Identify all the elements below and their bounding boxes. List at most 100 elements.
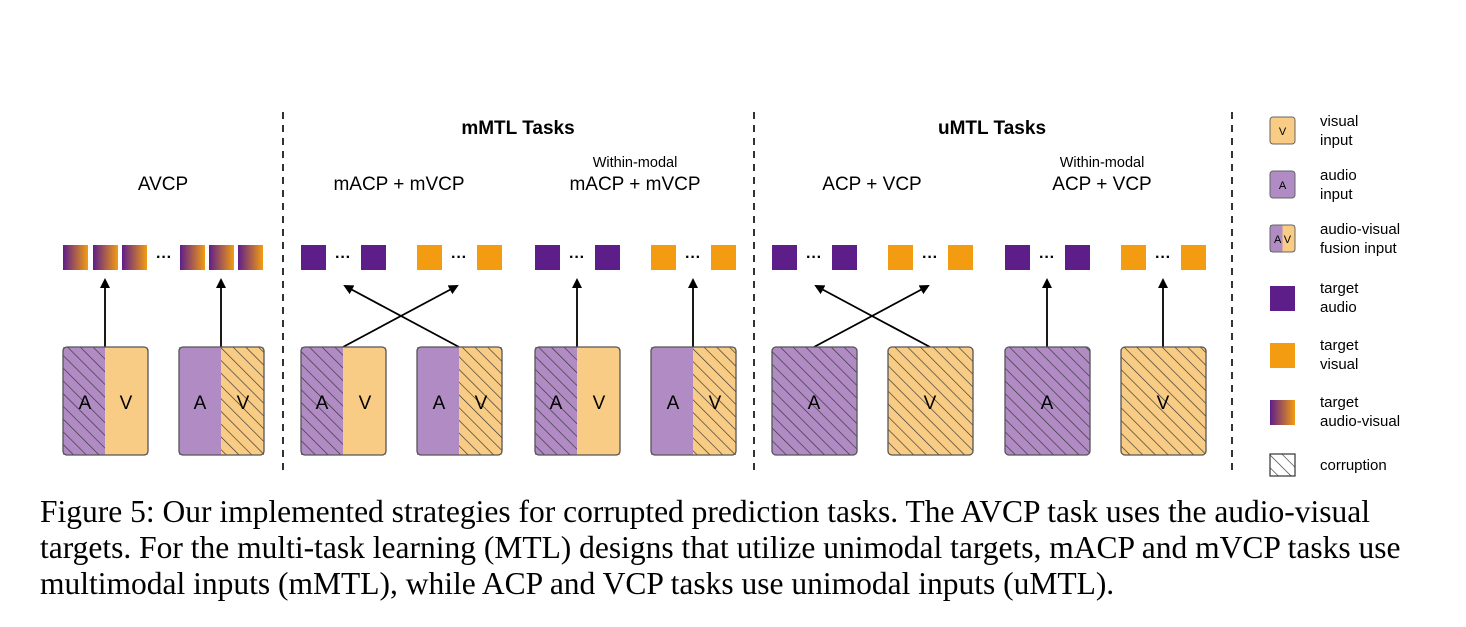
corruption-icon	[1269, 453, 1296, 477]
target-audio-visual-square	[238, 245, 263, 270]
visual-input-box: V	[887, 346, 974, 456]
box-letter-audio: A	[79, 393, 92, 414]
target-visual-square	[417, 245, 442, 270]
legend-label-line: input	[1320, 132, 1353, 149]
audio-input-icon	[1269, 170, 1296, 199]
legend-item-visual-input: V visual input	[1269, 113, 1358, 149]
legend-label-line: audio-visual	[1320, 413, 1400, 430]
box-letter-visual: V	[1157, 393, 1170, 414]
legend-label-line: audio-visual	[1320, 221, 1400, 238]
legend-label-line: audio	[1320, 167, 1357, 184]
legend-label-line: corruption	[1320, 457, 1387, 474]
legend-label-line: visual	[1320, 356, 1358, 373]
arrow	[343, 285, 460, 348]
target-visual-square	[948, 245, 973, 270]
target-audio-square	[361, 245, 386, 270]
legend-item-audio-input: A audio input	[1269, 167, 1357, 203]
box-letter-audio: A	[550, 393, 563, 414]
ellipsis: ···	[806, 249, 822, 266]
target-audio-visual-square	[93, 245, 118, 270]
target-audio-square	[301, 245, 326, 270]
box-letter-visual: V	[475, 393, 488, 414]
arrow	[813, 285, 930, 348]
fusion-input-box: A V	[650, 346, 737, 456]
audio-visual-fusion-input-icon	[1270, 225, 1283, 252]
legend-label-line: fusion input	[1320, 240, 1398, 257]
legend-item-target-visual: target visual	[1270, 337, 1359, 373]
box-letter-visual: V	[359, 393, 372, 414]
box-letter-audio: A	[194, 393, 207, 414]
audio-input-box: A	[1004, 346, 1091, 456]
column-label-mmtl-within: mACP + mVCP	[569, 174, 700, 195]
group-title-mmtl: mMTL Tasks	[461, 118, 574, 139]
box-letter-visual: V	[237, 393, 250, 414]
visual-input-icon	[1269, 116, 1296, 145]
target-audio-visual-square	[63, 245, 88, 270]
umtl-targets: ··· ···	[772, 245, 973, 270]
target-audio-visual-icon	[1270, 400, 1295, 425]
audio-input-box: A	[771, 346, 858, 456]
target-visual-square	[1121, 245, 1146, 270]
avcp-targets: ···	[63, 245, 263, 270]
column-label-umtl-within: ACP + VCP	[1052, 174, 1151, 195]
ellipsis: ···	[1039, 249, 1055, 266]
fusion-input-box: A V	[416, 346, 503, 456]
target-audio-visual-square	[209, 245, 234, 270]
legend-icon-letter: V	[1279, 126, 1287, 138]
target-audio-square	[535, 245, 560, 270]
mmtl-within-targets: ··· ···	[535, 245, 736, 270]
target-audio-square	[1005, 245, 1030, 270]
figure-caption: Figure 5: Our implemented strategies for…	[40, 494, 1401, 601]
target-audio-visual-square	[180, 245, 205, 270]
fusion-input-box: A V	[62, 346, 149, 456]
box-letter-audio: A	[808, 393, 821, 414]
ellipsis: ···	[569, 249, 585, 266]
legend-label-line: visual	[1320, 113, 1358, 130]
box-letter-visual: V	[120, 393, 133, 414]
target-audio-square	[772, 245, 797, 270]
box-letter-audio: A	[1041, 393, 1054, 414]
column-label-umtl: ACP + VCP	[822, 174, 921, 195]
legend-item-target-audio-visual: target audio-visual	[1270, 394, 1400, 430]
ellipsis: ···	[685, 249, 701, 266]
box-letter-visual: V	[593, 393, 606, 414]
target-audio-square	[832, 245, 857, 270]
visual-input-box: V	[1120, 346, 1207, 456]
target-audio-visual-square	[122, 245, 147, 270]
box-letter-audio: A	[433, 393, 446, 414]
column-sublabel-umtl-within: Within-modal	[1060, 155, 1145, 171]
fusion-input-box: A V	[534, 346, 621, 456]
target-visual-square	[888, 245, 913, 270]
legend-item-corruption: corruption	[1269, 453, 1387, 477]
legend-item-fusion-input: A V audio-visual fusion input	[1269, 221, 1400, 257]
fusion-input-box: A V	[300, 346, 387, 456]
target-visual-icon	[1270, 343, 1295, 368]
column-label-mmtl: mACP + mVCP	[333, 174, 464, 195]
target-visual-square	[711, 245, 736, 270]
legend-label-line: target	[1320, 280, 1359, 297]
mmtl-targets: ··· ···	[301, 245, 502, 270]
ellipsis: ···	[451, 249, 467, 266]
group-title-umtl: uMTL Tasks	[938, 118, 1046, 139]
fusion-input-box: A V	[178, 346, 265, 456]
ellipsis: ···	[335, 249, 351, 266]
box-letter-visual: V	[924, 393, 937, 414]
target-visual-square	[477, 245, 502, 270]
target-audio-square	[1065, 245, 1090, 270]
legend-label-line: audio	[1320, 299, 1357, 316]
column-label-avcp: AVCP	[138, 174, 188, 195]
column-sublabel-mmtl-within: Within-modal	[593, 155, 678, 171]
ellipsis: ···	[1155, 249, 1171, 266]
target-visual-square	[651, 245, 676, 270]
target-visual-square	[1181, 245, 1206, 270]
legend-label-line: target	[1320, 337, 1359, 354]
box-letter-visual: V	[709, 393, 722, 414]
box-letter-audio: A	[667, 393, 680, 414]
legend-label-line: input	[1320, 186, 1353, 203]
legend-icon-letter: A	[1279, 180, 1287, 192]
legend-label-line: target	[1320, 394, 1359, 411]
umtl-within-targets: ··· ···	[1005, 245, 1206, 270]
box-letter-audio: A	[316, 393, 329, 414]
diagram: mMTL Tasks uMTL Tasks AVCP mACP + mVCP W…	[62, 112, 1400, 477]
legend-item-target-audio: target audio	[1270, 280, 1359, 316]
